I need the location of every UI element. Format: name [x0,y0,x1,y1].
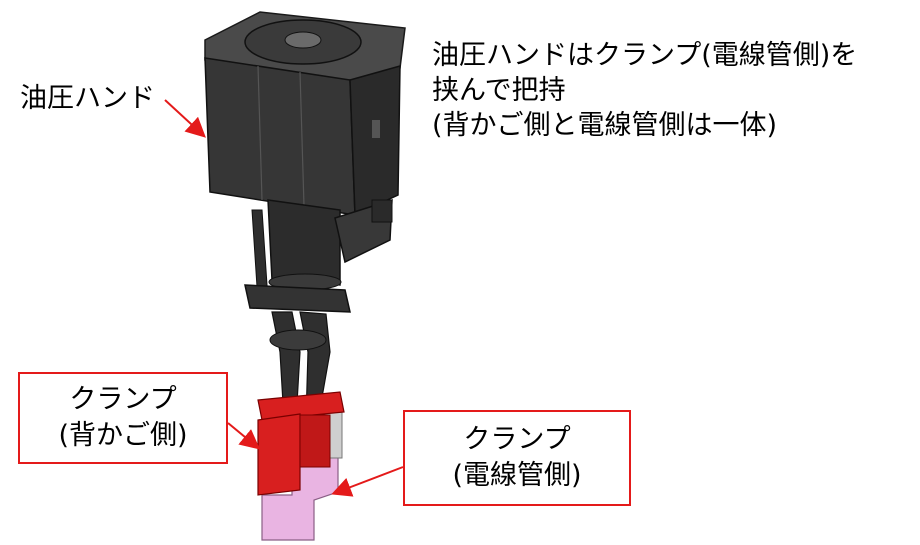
clamp-conduit-line-1: クランプ [463,424,571,455]
hand-body-front [204,57,356,216]
clamp-back-arrow [227,422,261,450]
clamp-back-line-2: (背かご側) [58,420,188,451]
hand-body-side [349,65,401,217]
clamp-conduit-arrow [331,466,404,497]
hand-label: 油圧ハンド [20,83,155,114]
hand-arrow [164,99,206,138]
hand-cylinder [267,199,341,286]
description-line-1: 油圧ハンドはクランプ(電線管側)を [432,40,858,71]
clamp-conduit-callout: クランプ (電線管側) [403,410,631,506]
clamp-conduit-line-2: (電線管側) [452,460,582,491]
hand-lower-frame [244,284,351,313]
clamp-conduit-part [261,443,339,541]
description-text: 油圧ハンドはクランプ(電線管側)を 挟んで把持 (背かご側と電線管側は一体) [432,38,857,143]
clamp-back-callout: クランプ (背かご側) [18,372,228,464]
clamp-back-line-1: クランプ [69,384,177,415]
description-line-3: (背かご側と電線管側は一体) [432,110,778,141]
description-line-2: 挟んで把持 [432,75,566,106]
clamp-back-part [257,391,345,421]
